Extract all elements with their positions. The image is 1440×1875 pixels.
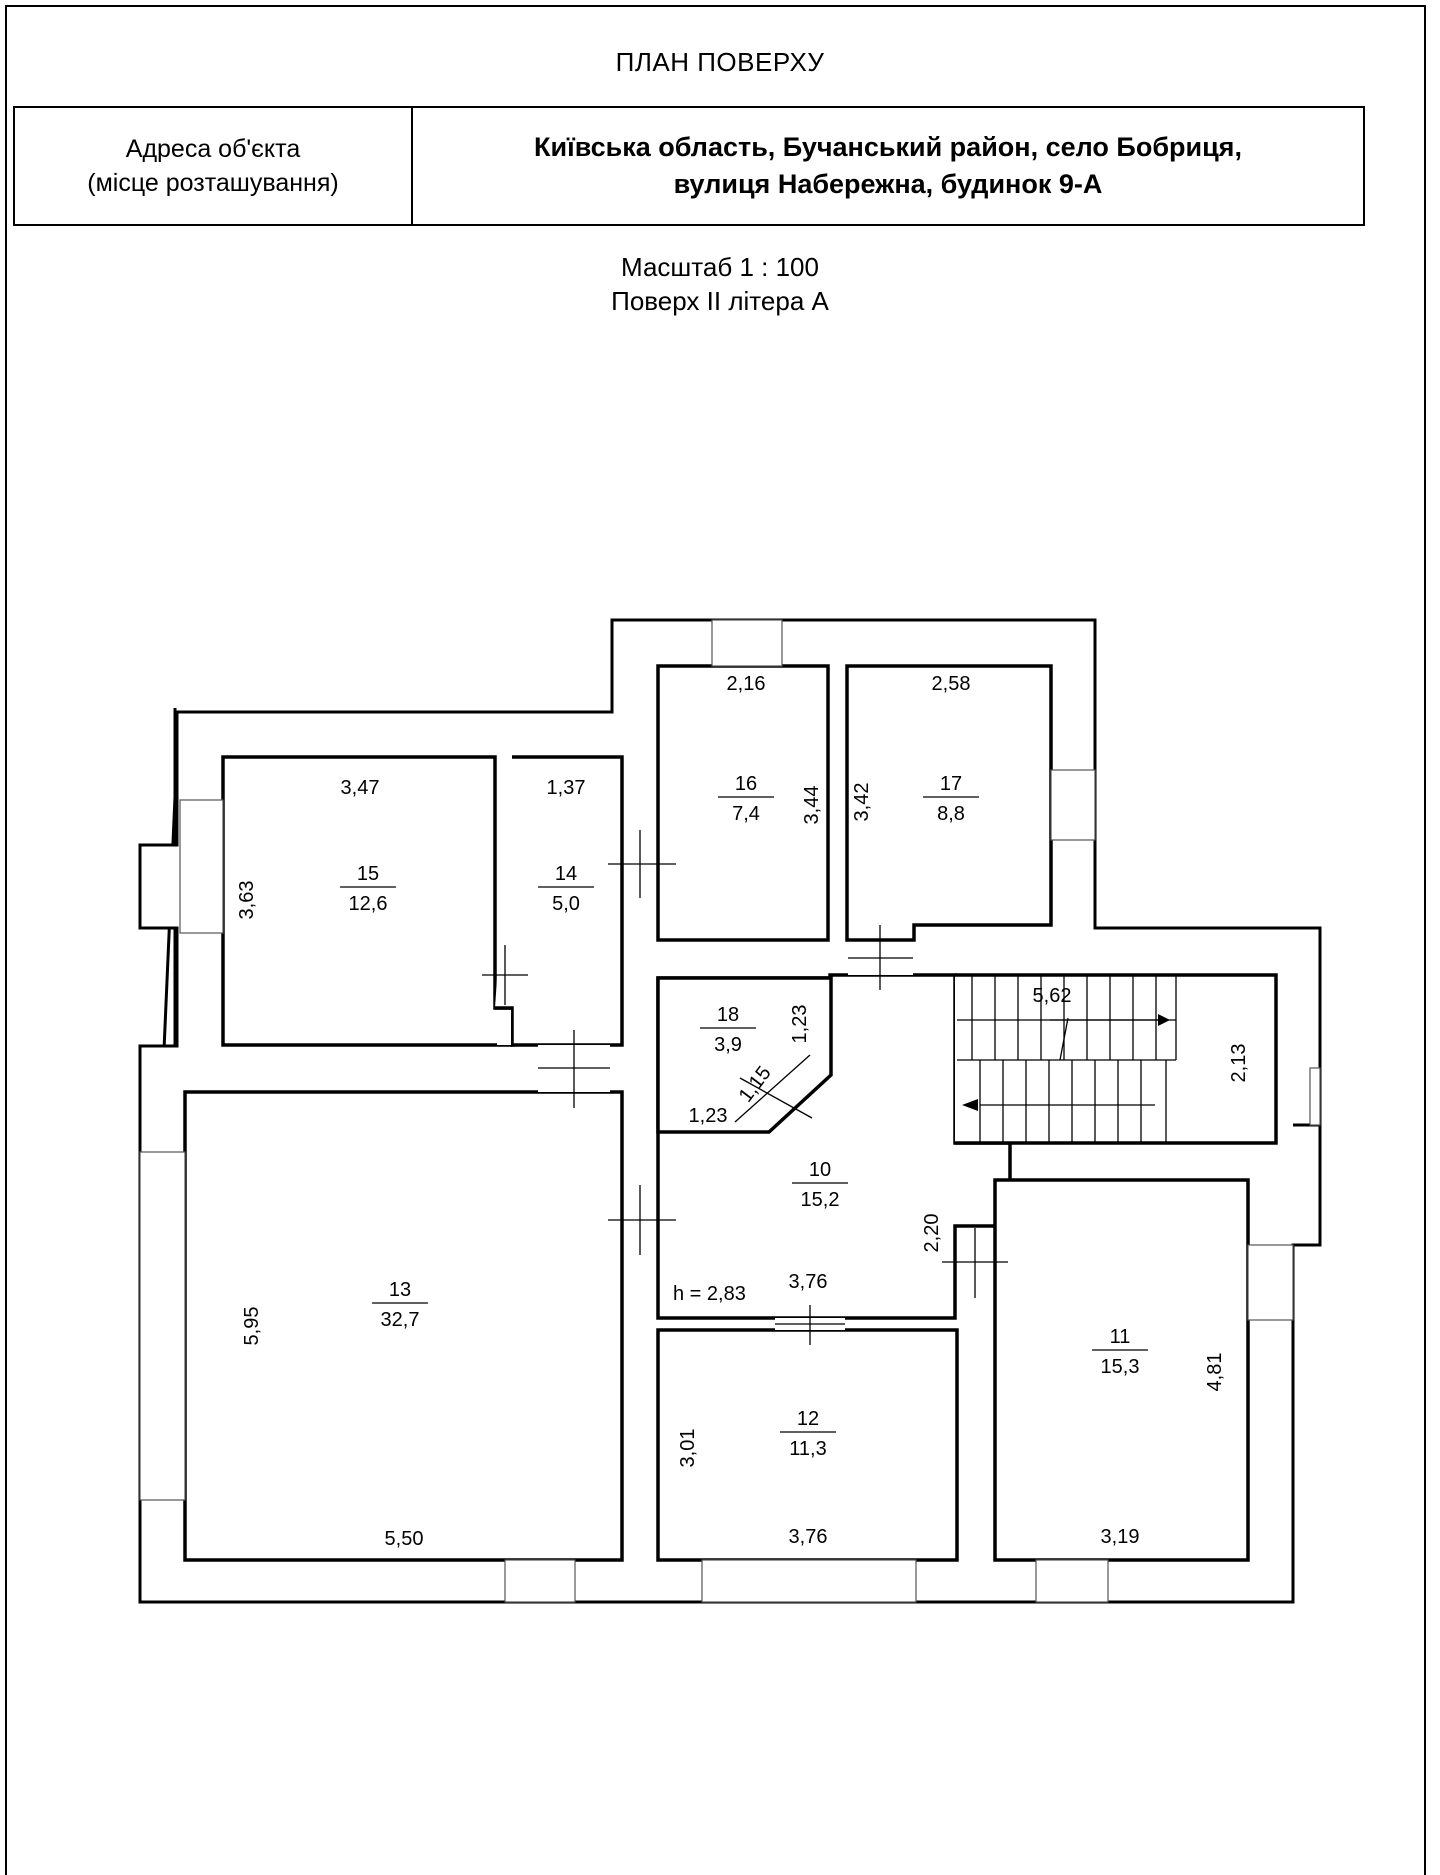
room-area: 32,7 (381, 1309, 420, 1331)
dimension-label: 2,16 (727, 673, 766, 695)
window-right-17 (1050, 769, 1096, 841)
room-area: 15,3 (1101, 1356, 1140, 1378)
room-number: 13 (389, 1279, 411, 1301)
dimension-label: 3,63 (236, 881, 258, 920)
window-right-11 (1247, 1244, 1294, 1321)
sheet-frame (5, 5, 1426, 1875)
window-left-13 (139, 1151, 186, 1501)
ceiling-height-label: h = 2,83 (673, 1283, 746, 1305)
window-left-15 (179, 799, 224, 934)
dimension-label: 5,50 (385, 1528, 424, 1550)
dimension-label: 3,42 (851, 783, 873, 822)
room-labels: 1015,21115,31211,31332,7145,01512,6167,4… (340, 773, 1148, 1460)
staircase (957, 975, 1177, 1143)
room-label-12: 12 11,3 (780, 1408, 836, 1460)
room-number: 11 (1110, 1326, 1131, 1348)
page-title: ПЛАН ПОВЕРХУ (615, 47, 825, 77)
room-label-13: 13 32,7 (372, 1279, 428, 1331)
window-right-stair (1309, 1067, 1321, 1126)
room-number: 10 (809, 1159, 831, 1181)
dimension-label: 4,81 (1204, 1353, 1226, 1392)
room-number: 14 (555, 863, 577, 885)
door-symbols (482, 830, 1008, 1345)
room-label-11: 11 15,3 (1092, 1326, 1148, 1378)
address-label-line-2: (місце розташування) (87, 169, 339, 197)
room-area: 5,0 (552, 893, 580, 915)
room-label-18: 183,9 (700, 1004, 756, 1056)
room-number: 15 (357, 863, 379, 885)
room-number: 12 (797, 1408, 819, 1430)
room-number: 17 (940, 773, 962, 795)
dimension-label: 1,37 (547, 777, 586, 799)
dimension-label: 3,44 (801, 786, 823, 825)
room-12-outline (656, 1328, 959, 1562)
address-label-cell: Адреса об'єкта (місце розташування) (15, 108, 413, 224)
window-top (711, 619, 783, 667)
window-bottom-11 (1035, 1559, 1109, 1603)
address-label-line-1: Адреса об'єкта (125, 135, 301, 163)
room-number: 16 (735, 773, 757, 795)
room-17-outline (845, 664, 1053, 942)
dimension-label: 5,62 (1033, 985, 1072, 1007)
dimension-label: 3,76 (789, 1526, 828, 1548)
dimension-label: 1,23 (789, 1005, 811, 1044)
dimension-label: 1,23 (689, 1105, 728, 1127)
room-area: 11,3 (789, 1438, 826, 1460)
room-area: 15,2 (801, 1189, 840, 1211)
dimension-label: 3,76 (789, 1271, 828, 1293)
dimension-label: 2,13 (1228, 1044, 1250, 1083)
dimension-label: 2,58 (932, 673, 971, 695)
window-bottom-12 (701, 1559, 917, 1603)
room-label-17: 178,8 (923, 773, 979, 825)
room-18-outline (656, 976, 833, 1134)
stair-outline (955, 973, 1278, 1145)
address-value-line-2: вулиця Набережна, будинок 9-А (673, 169, 1103, 199)
floor-text: Поверх II літера А (611, 286, 829, 316)
dimension-label: 5,95 (241, 1307, 263, 1346)
room-label-16: 167,4 (718, 773, 774, 825)
room-area: 12,6 (349, 893, 388, 915)
window-bottom-13 (504, 1559, 576, 1603)
scale-block: Масштаб 1 : 100 Поверх II літера А (0, 250, 1440, 318)
dimension-label: 2,20 (921, 1214, 943, 1253)
room-label-14: 145,0 (538, 863, 594, 915)
dimension-label: 3,47 (341, 777, 380, 799)
room-number: 18 (717, 1004, 739, 1026)
room-area: 8,8 (937, 803, 965, 825)
room-area: 7,4 (732, 803, 760, 825)
dimension-label: 3,01 (677, 1429, 699, 1468)
address-table: Адреса об'єкта (місце розташування) Київ… (13, 106, 1365, 226)
address-value-cell: Київська область, Бучанський район, село… (413, 108, 1363, 224)
dimension-label: 3,19 (1101, 1526, 1140, 1548)
scale-text: Масштаб 1 : 100 (621, 252, 819, 282)
address-value-line-1: Київська область, Бучанський район, село… (534, 132, 1242, 162)
room-label-15: 15 12,6 (340, 863, 396, 915)
room-area: 3,9 (714, 1034, 742, 1056)
room-label-10: 10 15,2 (792, 1159, 848, 1211)
